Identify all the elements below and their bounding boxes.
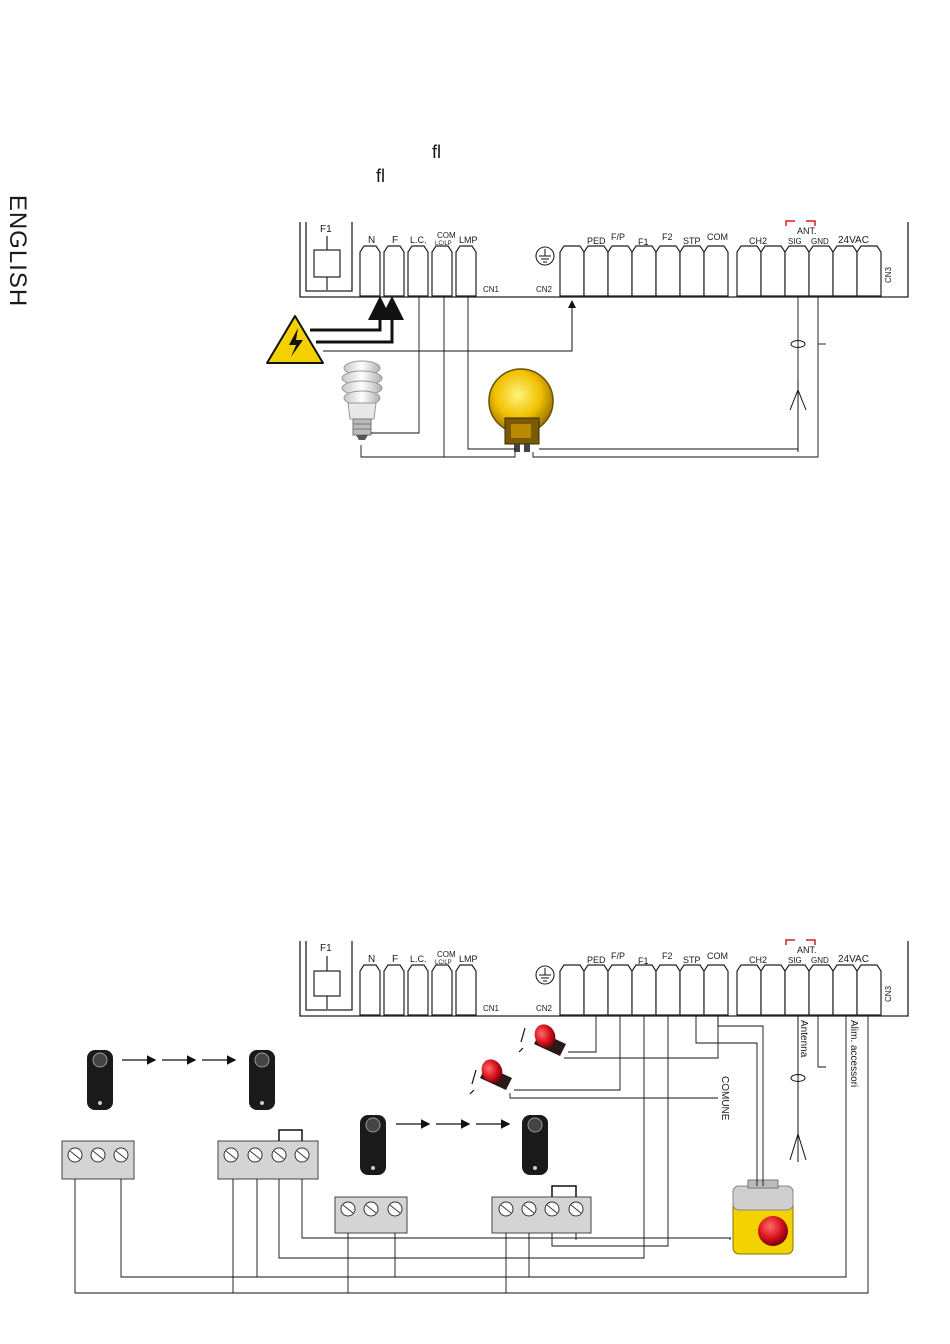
accessories-power-label: Alim. accessori xyxy=(848,1020,859,1087)
term-com-cn2: COM xyxy=(707,232,728,242)
cn2-labels-top: PED F/P F1 F2 STP COM xyxy=(587,232,728,247)
term-ant: ANT. xyxy=(797,226,817,236)
photocell-tx-2-icon xyxy=(360,1115,386,1175)
antenna-label: Antenna xyxy=(798,1020,809,1058)
term-f: F xyxy=(392,235,398,246)
term-com-sub-b: LC/LP xyxy=(435,960,452,966)
term-fp-b: F/P xyxy=(611,951,625,961)
term-stp: STP xyxy=(683,236,701,246)
cn2-label-b: CN2 xyxy=(536,1004,553,1013)
term-gnd-b: GND xyxy=(811,956,829,965)
term-f2-b: F2 xyxy=(662,951,673,961)
term-ped-b: PED xyxy=(587,955,606,965)
fuse-label-b: F1 xyxy=(320,943,332,954)
power-feed-arrows xyxy=(310,302,392,342)
photocell-terminal-strips xyxy=(62,1130,591,1233)
term-ch2: CH2 xyxy=(749,236,767,246)
term-n-b: N xyxy=(368,954,375,965)
term-f1: F1 xyxy=(638,237,649,247)
photocell-rx-2-icon xyxy=(522,1115,548,1175)
term-com-sub: LC/LP xyxy=(435,241,452,247)
term-f-b: F xyxy=(392,954,398,965)
earth-wire xyxy=(323,302,572,351)
photocell-rx-1-icon xyxy=(249,1050,275,1110)
cn1-label-b: CN1 xyxy=(483,1004,500,1013)
term-com-b: COM xyxy=(437,950,456,959)
term-ped: PED xyxy=(587,236,606,246)
fuse-bottom: F1 xyxy=(314,943,340,1009)
emergency-stop-button-icon xyxy=(733,1180,793,1254)
cn3-label-b: CN3 xyxy=(884,985,893,1002)
term-sig: SIG xyxy=(788,237,802,246)
earth-symbol-bottom xyxy=(536,966,554,984)
term-sig-b: SIG xyxy=(788,956,802,965)
term-24vac-b: 24VAC xyxy=(838,954,869,965)
term-gnd: GND xyxy=(811,237,829,246)
flashing-lamp-icon xyxy=(489,369,553,452)
fuse-label: F1 xyxy=(320,224,332,235)
cn3-label: CN3 xyxy=(884,266,893,283)
term-ch2-b: CH2 xyxy=(749,955,767,965)
term-fp: F/P xyxy=(611,232,625,242)
term-com-cn2-b: COM xyxy=(707,951,728,961)
cn1-label: CN1 xyxy=(483,285,500,294)
term-lc: L.C. xyxy=(410,235,427,245)
top-diagram: F1 N F L.C. COM LC/LP LMP CN1 CN2 xyxy=(267,221,908,457)
photocell-tx-1-icon xyxy=(87,1050,113,1110)
cn2-block-bottom xyxy=(560,965,728,1015)
bottom-diagram: F1 N F L.C. COM LC/LP LMP CN1 CN2 xyxy=(62,940,908,1293)
cn2-block-top xyxy=(560,246,728,296)
fuse-top: F1 xyxy=(314,224,340,290)
term-lmp: LMP xyxy=(459,235,478,245)
cn3-block-top xyxy=(737,246,881,296)
wires-top xyxy=(361,296,826,457)
push-button-ped-icon xyxy=(519,1021,566,1056)
common-label: COMUNE xyxy=(719,1076,730,1121)
high-voltage-warning-icon xyxy=(267,316,323,363)
term-n: N xyxy=(368,235,375,246)
term-ant-b: ANT. xyxy=(797,945,817,955)
term-24vac: 24VAC xyxy=(838,235,869,246)
cn2-label: CN2 xyxy=(536,285,553,294)
courtesy-light-bulb-icon xyxy=(342,361,382,440)
cn1-block-bottom xyxy=(360,965,476,1015)
term-f2: F2 xyxy=(662,232,673,242)
cn1-block-top xyxy=(360,246,476,296)
term-stp-b: STP xyxy=(683,955,701,965)
cn2-labels-bottom: PED F/P F1 F2 STP COM xyxy=(587,951,728,966)
push-button-fp-icon xyxy=(470,1056,512,1094)
earth-symbol-top xyxy=(536,247,554,265)
cn3-block-bottom xyxy=(737,965,881,1015)
term-lmp-b: LMP xyxy=(459,954,478,964)
term-com: COM xyxy=(437,231,456,240)
term-f1-b: F1 xyxy=(638,956,649,966)
beam-arrows xyxy=(122,1060,508,1124)
term-lc-b: L.C. xyxy=(410,954,427,964)
